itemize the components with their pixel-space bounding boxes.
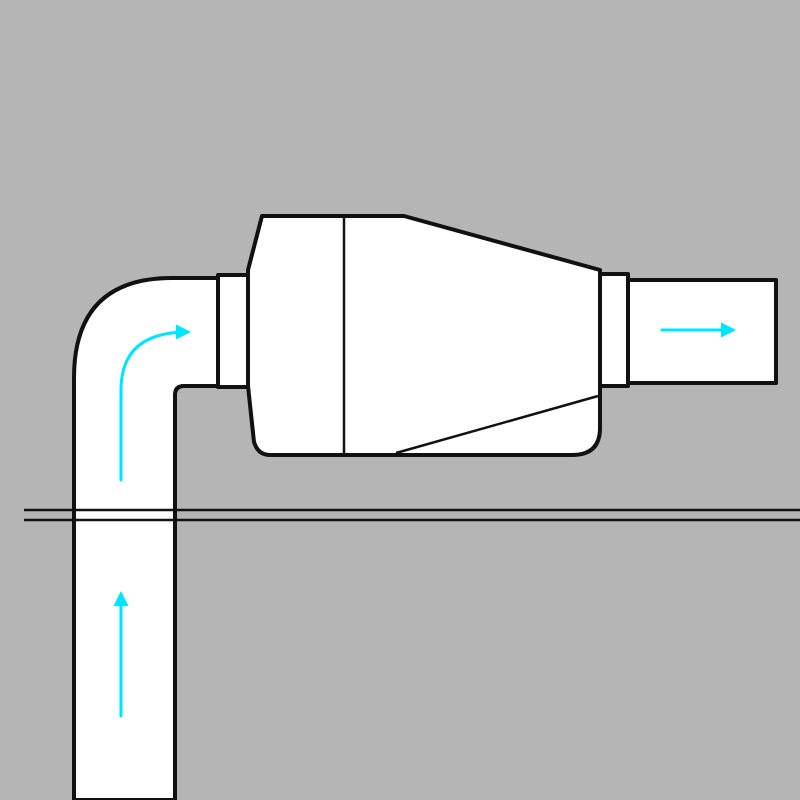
elbow-duct xyxy=(72,276,220,800)
flow-arrow-bend xyxy=(119,324,191,482)
outlet-coupling xyxy=(598,272,630,388)
inlet-coupling xyxy=(216,273,250,389)
housing-diagonal-line xyxy=(395,394,599,455)
inline-fan-housing xyxy=(246,214,602,457)
